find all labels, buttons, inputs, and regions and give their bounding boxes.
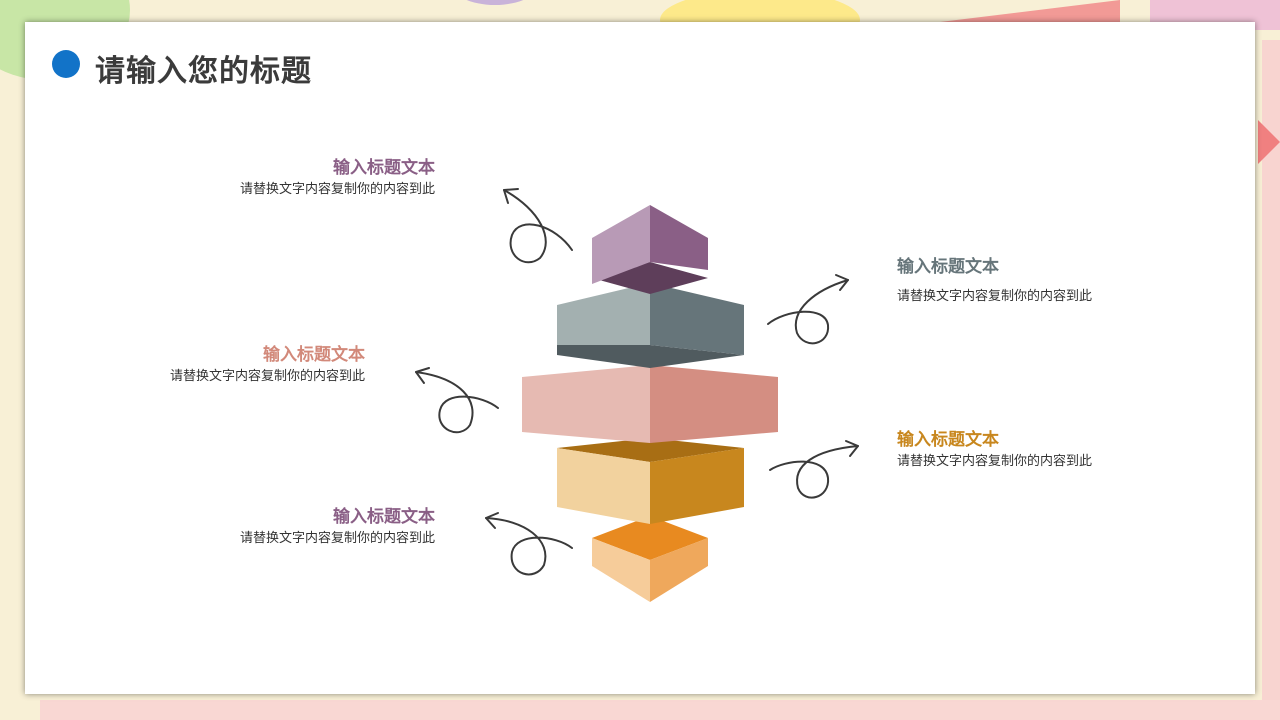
arrow-item-5 (485, 512, 573, 576)
arrow-item-3 (415, 367, 499, 434)
label-item-1-heading: 输入标题文本 (333, 158, 435, 178)
tier-5-orange (592, 516, 708, 602)
arrow-item-2 (767, 274, 849, 345)
label-item-2: 输入标题文本 请替换文字内容复制你的内容到此 (897, 255, 1092, 307)
tier-4-gold (557, 438, 744, 524)
arrow-item-1 (503, 188, 573, 264)
label-item-5-heading: 输入标题文本 (333, 507, 435, 527)
label-item-3-desc: 请替换文字内容复制你的内容到此 (169, 369, 365, 384)
page-title: 请输入您的标题 (95, 54, 312, 89)
label-item-3-heading: 输入标题文本 (263, 345, 365, 365)
bg-red-right-triangle (1258, 120, 1280, 164)
label-item-1-desc: 请替换文字内容复制你的内容到此 (239, 182, 435, 197)
label-item-2-heading: 输入标题文本 (897, 257, 999, 277)
label-item-2-desc: 请替换文字内容复制你的内容到此 (897, 289, 1093, 304)
tier-2-gray (557, 283, 744, 368)
tier-1-purple (592, 205, 708, 294)
label-item-3: 输入标题文本 请替换文字内容复制你的内容到此 (170, 343, 365, 387)
label-item-5: 输入标题文本 请替换文字内容复制你的内容到此 (240, 505, 435, 549)
label-item-5-desc: 请替换文字内容复制你的内容到此 (239, 531, 435, 546)
title-bullet-dot (52, 50, 80, 78)
label-item-4: 输入标题文本 请替换文字内容复制你的内容到此 (897, 428, 1092, 472)
bg-pink-right-band (1262, 40, 1280, 720)
bg-pink-bottom-band (40, 700, 1280, 720)
label-item-1: 输入标题文本 请替换文字内容复制你的内容到此 (240, 156, 435, 200)
label-item-4-heading: 输入标题文本 (897, 430, 999, 450)
bg-red-triangle (940, 0, 1120, 22)
tier-3-pink (522, 365, 778, 443)
bg-purple-blob (450, 0, 540, 5)
arrow-item-4 (769, 440, 859, 499)
label-item-4-desc: 请替换文字内容复制你的内容到此 (897, 454, 1093, 469)
